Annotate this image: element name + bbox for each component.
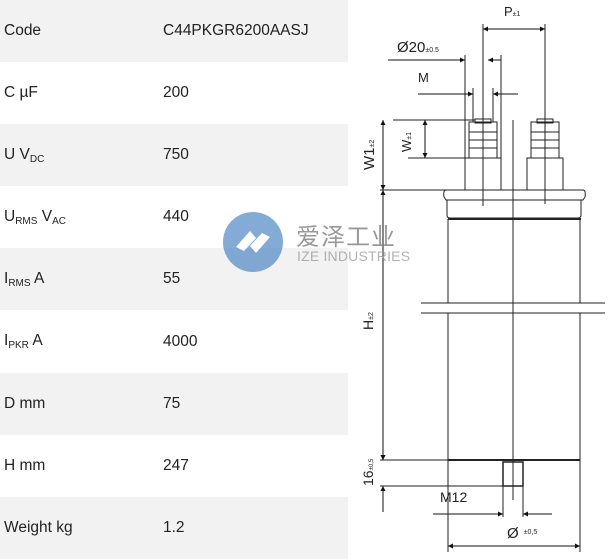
label-main: I [4,269,9,287]
spec-row-current-peak: IPKR A 4000 [0,310,348,372]
shoulder [446,200,582,219]
spec-value: 200 [163,84,189,102]
ize-logo-icon [223,212,283,272]
spec-row-height: H mm 247 [0,435,348,497]
spec-label: Weight kg [4,518,73,536]
watermark-logo: 爱泽工业 IZE INDUSTRIES [222,212,412,273]
spec-label: C µF [4,84,38,102]
spec-label: U VDC [0,146,163,165]
spec-value: 55 [163,270,181,288]
label-tail: A [30,269,45,287]
dim-16-label: 16±0,5 [360,458,376,486]
label-sub: RMS [8,277,31,289]
dim-h-label: H±2 [360,312,376,330]
dim-m-label: M [418,70,429,85]
spec-row-diameter: D mm 75 [0,372,348,435]
terminal-right [526,24,564,204]
label-sub: RMS [15,215,38,227]
spec-label: IPKR A [0,332,163,351]
dim-d20-label: Ø20±0.5 [397,39,439,56]
terminal-left [464,86,502,206]
spec-value: 247 [163,456,189,474]
spec-row-voltage-rms: URMS VAC 440 [0,186,348,248]
spec-value: 75 [163,394,181,412]
watermark-en: IZE INDUSTRIES [297,248,411,264]
top-rim [443,189,586,201]
label-main: V [37,207,53,225]
dim-w1-label: W1±2 [361,140,378,170]
spec-value: 750 [163,146,189,164]
watermark-cn: 爱泽工业 [296,223,396,251]
spec-row-current-rms: IRMS A 55 [0,248,348,311]
dim-p-label: P±1 [504,4,521,19]
dim-w-label: W±1 [399,132,414,152]
spec-table: Code C44PKGR6200AASJ C µF 200 U VDC 750 … [0,0,348,559]
label-main: U [4,207,16,225]
spec-row-code: Code C44PKGR6200AASJ [0,0,348,63]
spec-value: 4000 [163,332,198,350]
spec-value: C44PKGR6200AASJ [163,22,309,40]
spec-label: H mm [4,456,46,474]
spec-label: URMS VAC [0,208,163,227]
spec-label: Code [4,22,42,40]
spec-row-weight: Weight kg 1.2 [0,496,348,559]
spec-value: 440 [163,208,189,226]
spec-label: IRMS A [0,270,163,289]
label-main: U V [4,145,30,163]
label-sub: AC [52,215,66,227]
dim-dia-label: Ø±0,5 [507,525,537,542]
capacitor-dimension-drawing: P±1 Ø20±0.5 M W±1 W1±2 H±2 16±0,5 M12 Ø±… [360,4,605,552]
label-tail: A [28,332,43,350]
spec-value: 1.2 [163,518,185,536]
bottom-stud [502,461,524,487]
spec-label: D mm [4,394,46,412]
dim-m12-label: M12 [440,489,467,505]
spec-row-capacitance: C µF 200 [0,62,348,124]
label-main: I [4,332,9,350]
spec-row-voltage-dc: U VDC 750 [0,124,348,187]
label-sub: PKR [8,340,29,352]
label-sub: DC [29,153,45,165]
